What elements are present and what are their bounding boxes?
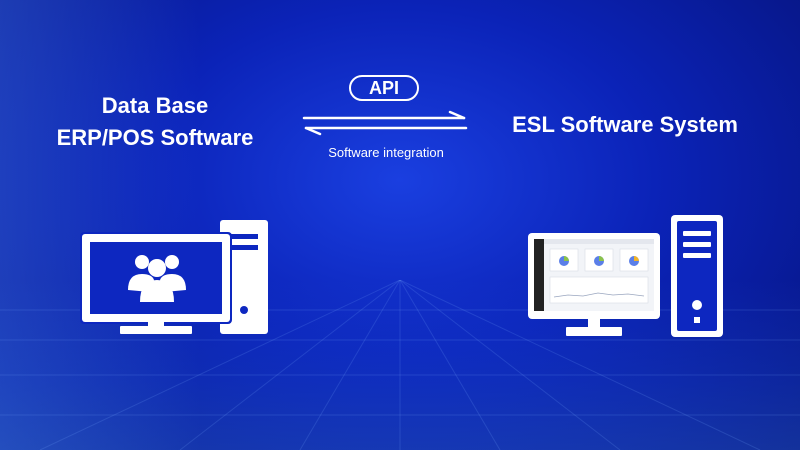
api-badge: API <box>349 75 419 101</box>
computer-with-dashboard-icon <box>528 215 723 337</box>
right-title: ESL Software System <box>512 112 738 137</box>
computer-with-users-icon <box>80 220 268 334</box>
bidirectional-arrows-icon <box>302 110 468 136</box>
left-title-line-2: ERP/POS Software <box>56 125 254 150</box>
left-title-line-1: Data Base <box>101 93 209 118</box>
left-title: Data Base ERP/POS Software <box>30 90 280 154</box>
background-glow <box>0 0 200 450</box>
integration-label: Software integration <box>328 145 444 160</box>
